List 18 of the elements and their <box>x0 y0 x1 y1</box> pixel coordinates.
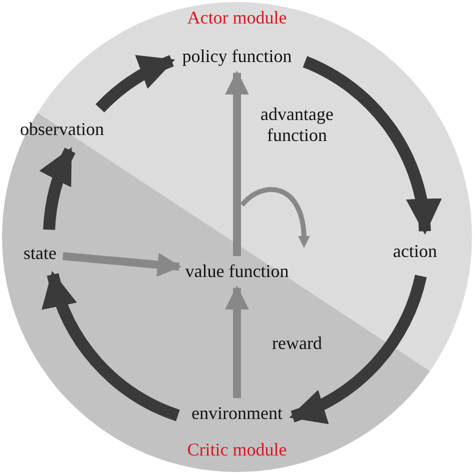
arrow <box>225 286 249 398</box>
arrow <box>96 55 175 113</box>
node-label: policy function <box>182 47 292 67</box>
arrow <box>62 252 182 277</box>
edge-label: advantage function <box>260 104 334 146</box>
arrow <box>44 271 180 422</box>
arrow <box>225 70 249 256</box>
node-label: observation <box>20 120 104 140</box>
arrow <box>302 56 440 235</box>
arrow <box>289 274 427 422</box>
module-title: Critic module <box>187 440 287 460</box>
node-label: state <box>24 244 56 264</box>
node-label: value function <box>185 262 289 282</box>
arrow <box>40 147 76 230</box>
edge-label: reward <box>271 332 323 354</box>
node-label: action <box>393 242 437 262</box>
module-title: Actor module <box>187 8 287 28</box>
node-label: environment <box>192 404 282 424</box>
